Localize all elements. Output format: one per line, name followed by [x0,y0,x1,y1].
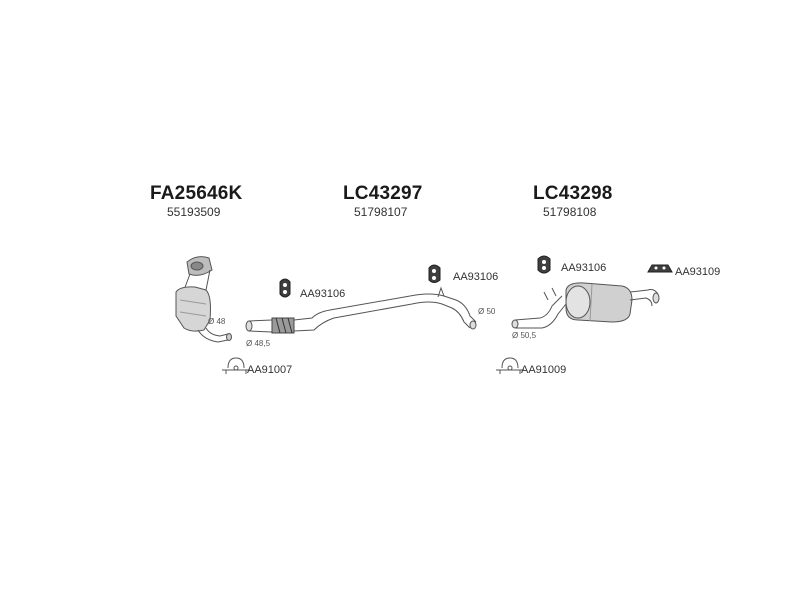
diameter-rear-inlet: Ø 50,5 [512,331,537,340]
hanger-4-icon [647,264,673,273]
oe-code-middle: 51798107 [354,205,408,219]
diameter-mid-outlet: Ø 50 [478,307,496,316]
hanger-2-icon [428,264,441,283]
hanger-4-label: AA93109 [675,266,721,278]
oe-code-rear: 51798108 [543,205,597,219]
clamp-1-label: AA91007 [247,364,293,376]
diameter-mid-inlet: Ø 48,5 [246,339,271,348]
clamp-2-label: AA91009 [521,364,567,376]
hanger-1-label: AA93106 [300,288,346,300]
hanger-1-icon [279,278,291,298]
assembly-code-middle: LC43297 [343,183,423,204]
oe-code-catalytic: 55193509 [167,205,221,219]
middle-pipe-part [245,286,477,334]
rear-silencer-part [511,282,660,329]
hanger-3-label: AA93106 [561,262,607,274]
clamp-2-icon [496,357,524,374]
assembly-code-rear: LC43298 [533,183,613,204]
diameter-cat-outlet: Ø 48 [208,317,226,326]
assembly-code-catalytic: FA25646K [150,183,243,204]
hanger-3-icon [537,255,551,274]
catalytic-converter-part [175,256,232,343]
clamp-1-icon [222,357,250,374]
hanger-2-label: AA93106 [453,271,499,283]
